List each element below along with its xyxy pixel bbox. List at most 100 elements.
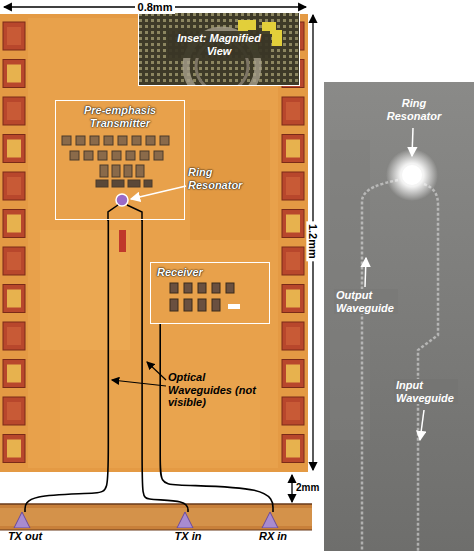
drawing-rect <box>118 136 127 145</box>
drawing-rect <box>7 290 21 308</box>
drawing-rect <box>184 299 192 311</box>
drawing-rect <box>3 97 25 125</box>
drawing-rect <box>286 402 300 420</box>
drawing-rect <box>7 365 21 383</box>
port-triangle <box>163 512 207 528</box>
drawing-rect <box>84 151 93 160</box>
port-triangle-shape <box>262 512 278 528</box>
drawing-rect <box>198 299 206 311</box>
drawing-rect <box>286 290 300 308</box>
port-triangle-shape <box>177 512 193 528</box>
bond-pad <box>3 97 25 125</box>
drawing-circle <box>402 165 422 185</box>
drawing-rect <box>282 322 304 350</box>
drawing-rect <box>104 136 113 145</box>
drawing-rect <box>96 180 108 187</box>
bond-pad <box>3 135 25 163</box>
optical-waveguide <box>160 324 273 512</box>
drawing-rect <box>282 247 304 275</box>
callout-label: Optical Waveguides (not visible) <box>168 371 256 409</box>
drawing-rect <box>3 397 25 425</box>
dimension-label: 0.8mm <box>135 1 175 14</box>
drawing-rect <box>90 136 99 145</box>
drawing-rect <box>324 82 474 551</box>
inset-micrograph <box>138 12 300 86</box>
dimension-label: 1.2mm <box>307 221 320 261</box>
transmitter-circuit <box>62 136 169 187</box>
drawing-rect <box>282 135 304 163</box>
waveguide-stub <box>127 205 142 221</box>
drawing-rect <box>126 151 135 160</box>
drawing-rect <box>286 365 300 383</box>
drawing-line <box>420 410 424 440</box>
bond-pad <box>3 397 25 425</box>
drawing-rect <box>286 140 300 158</box>
drawing-rect <box>212 283 220 293</box>
callout-label: Ring Resonator <box>188 166 248 191</box>
drawing-rect <box>3 172 25 200</box>
drawing-rect <box>7 65 21 83</box>
drawing-rect <box>70 151 79 160</box>
drawing-rect <box>3 60 25 88</box>
optical-waveguide <box>25 220 108 512</box>
drawing-rect <box>100 165 108 177</box>
callout-label: Output Waveguide <box>334 289 398 314</box>
ring-resonator <box>116 194 128 206</box>
drawing-rect <box>124 165 132 177</box>
drawing-rect <box>3 360 25 388</box>
port-triangle-shape <box>14 512 30 528</box>
drawing-rect <box>286 102 300 120</box>
inset-box: Inset: Magnified View <box>138 12 300 86</box>
port-triangle <box>248 512 292 528</box>
bond-pad <box>3 172 25 200</box>
drawing-line <box>412 128 413 156</box>
block-label: Inset: Magnified View <box>168 31 270 58</box>
drawing-rect <box>286 215 300 233</box>
port-marker: TX in <box>163 512 213 547</box>
drawing-rect <box>7 327 21 345</box>
bond-pad <box>282 247 304 275</box>
optical-waveguide <box>142 220 188 512</box>
bond-pad <box>3 435 25 463</box>
drawing-rect <box>286 440 300 458</box>
drawing-rect <box>3 285 25 313</box>
drawing-rect <box>226 283 234 293</box>
drawing-rect <box>7 215 21 233</box>
drawing-rect <box>286 327 300 345</box>
bond-pad <box>3 285 25 313</box>
drawing-rect <box>7 27 21 45</box>
drawing-rect <box>3 22 25 50</box>
drawing-rect <box>98 151 107 160</box>
drawing-rect <box>170 299 178 311</box>
drawing-rect <box>3 210 25 238</box>
port-label: TX out <box>0 530 50 543</box>
drawing-rect <box>282 210 304 238</box>
drawing-rect <box>282 397 304 425</box>
bond-pad <box>282 285 304 313</box>
port-marker: TX out <box>0 512 50 547</box>
drawing-rect <box>286 177 300 195</box>
gap-dimension <box>291 475 292 502</box>
drawing-rect <box>112 151 121 160</box>
drawing-path <box>362 180 398 551</box>
drawing-rect <box>140 151 149 160</box>
drawing-rect <box>7 177 21 195</box>
bond-pad <box>282 322 304 350</box>
bond-pad <box>3 322 25 350</box>
drawing-rect <box>170 283 178 293</box>
drawing-rect <box>112 165 120 177</box>
drawing-rect <box>138 12 300 86</box>
coupler-strip <box>0 504 312 530</box>
drawing-rect <box>128 180 140 187</box>
optical-photo <box>324 82 474 551</box>
drawing-rect <box>3 135 25 163</box>
port-label: TX in <box>163 530 213 543</box>
drawing-rect <box>282 172 304 200</box>
bond-pad <box>282 397 304 425</box>
drawing-rect <box>132 136 141 145</box>
bond-pad <box>282 172 304 200</box>
